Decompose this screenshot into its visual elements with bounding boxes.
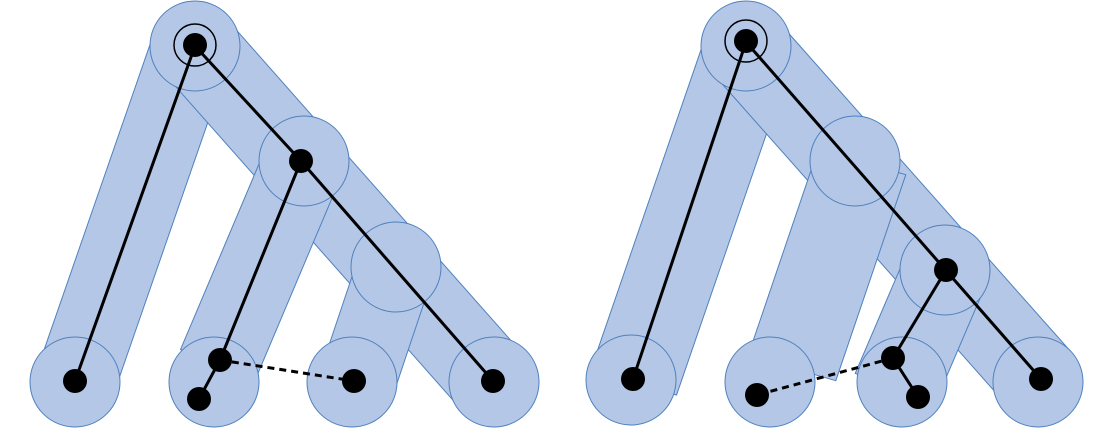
- right-tree-edges: [631, 40, 1043, 399]
- leaf-point: [481, 369, 505, 393]
- leaf-point: [342, 369, 366, 393]
- root-point: [183, 33, 207, 57]
- left-tree-points: [63, 23, 505, 411]
- right-tree-panel: [585, 0, 1084, 428]
- right-tree-points: [621, 19, 1053, 409]
- edge: [193, 44, 303, 163]
- root-ring: [724, 19, 768, 63]
- edge: [744, 40, 1043, 381]
- root-ring: [173, 23, 217, 67]
- node-point: [881, 346, 905, 370]
- dashed-link: [219, 358, 355, 383]
- node-point: [208, 348, 232, 372]
- edge: [631, 40, 748, 381]
- left-tree-panel: [29, 0, 540, 428]
- leaf-point: [906, 385, 930, 409]
- node-point: [934, 258, 958, 282]
- leaf-point: [745, 383, 769, 407]
- leaf-point: [187, 387, 211, 411]
- root-point: [734, 29, 758, 53]
- left-tree-edges: [73, 44, 495, 401]
- edge: [891, 268, 948, 360]
- node-point: [289, 149, 313, 173]
- edge: [218, 159, 303, 362]
- leaf-point: [621, 367, 645, 391]
- edge: [299, 159, 495, 383]
- internal-node-disc: [809, 115, 901, 207]
- leaf-point: [1029, 367, 1053, 391]
- leaf-disc: [724, 336, 816, 428]
- edge: [73, 44, 197, 383]
- leaf-point: [63, 369, 87, 393]
